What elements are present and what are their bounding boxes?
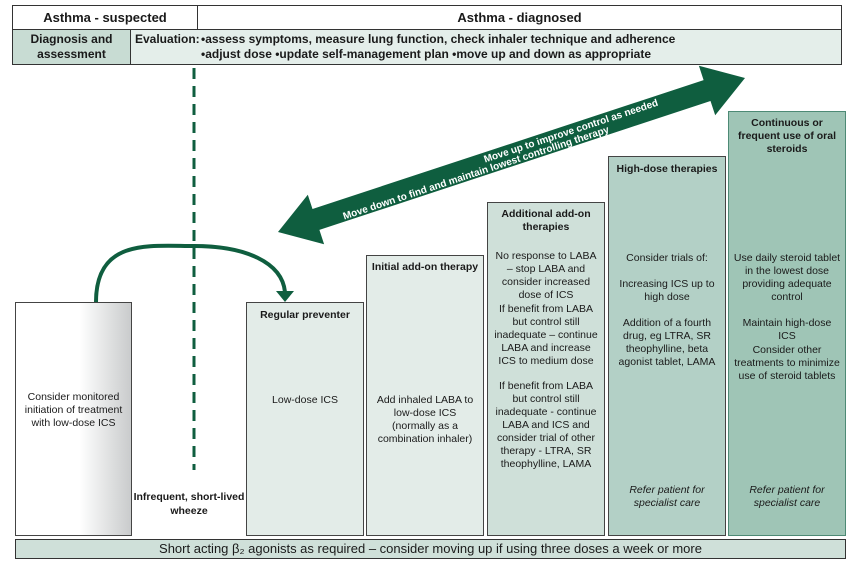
step-title: Initial add-on therapy [371,261,479,273]
step-monitored-initiation: Consider monitored initiation of treatme… [15,302,132,536]
wheeze-label: Infrequent, short-lived wheeze [133,491,245,517]
evaluation-line-1: •assess symptoms, measure lung function,… [201,32,676,46]
step-title: Continuous or frequent use of oral stero… [737,117,836,155]
step-regular-preventer: Regular preventer Low-dose ICS [246,302,364,536]
step-body-3: Addition of a fourth drug, eg LTRA, SR t… [618,317,716,368]
step-body: Consider monitored initiation of treatme… [24,391,123,429]
curved-arrow-head-icon [276,291,294,302]
evaluation-line-2: •adjust dose •update self-management pla… [201,47,652,61]
step-high-dose: High-dose therapies Consider trials of: … [608,156,726,536]
evaluation-row: Evaluation: •assess symptoms, measure lu… [130,29,842,65]
step-body-3: If benefit from LABA but control still i… [495,380,597,470]
asthma-diagnosed-header: Asthma - diagnosed [197,5,842,30]
step-initial-add-on: Initial add-on therapy Add inhaled LABA … [366,255,484,536]
step-body-1: Consider trials of: [626,252,708,264]
step-title: High-dose therapies [616,163,718,175]
step-body: Add inhaled LABA to low-dose ICS (normal… [376,394,474,445]
step-body-2: Maintain high-dose ICS [742,317,832,342]
saba-footer: Short acting β₂ agonists as required – c… [15,539,846,559]
asthma-suspected-header: Asthma - suspected [12,5,198,30]
step-oral-steroids: Continuous or frequent use of oral stero… [728,111,846,536]
step-body-1: No response to LABA – stop LABA and cons… [495,250,597,301]
step-body-3: Consider other treatments to minimize us… [734,344,840,382]
diagnosis-assessment-label: Diagnosis and assessment [12,29,131,65]
evaluation-label: Evaluation: [135,32,200,46]
step-body-2: If benefit from LABA but control still i… [494,303,598,367]
step-additional-add-on: Additional add-on therapies No response … [487,202,605,536]
step-footer: Refer patient for specialist care [749,484,825,509]
step-title: Additional add-on therapies [501,208,591,233]
step-footer: Refer patient for specialist care [629,484,705,509]
step-body-2: Increasing ICS up to high dose [619,278,715,303]
step-title: Regular preventer [260,309,350,321]
step-body: Low-dose ICS [272,394,338,406]
initiation-curved-arrow [94,243,287,303]
step-body-1: Use daily steroid tablet in the lowest d… [733,252,841,303]
